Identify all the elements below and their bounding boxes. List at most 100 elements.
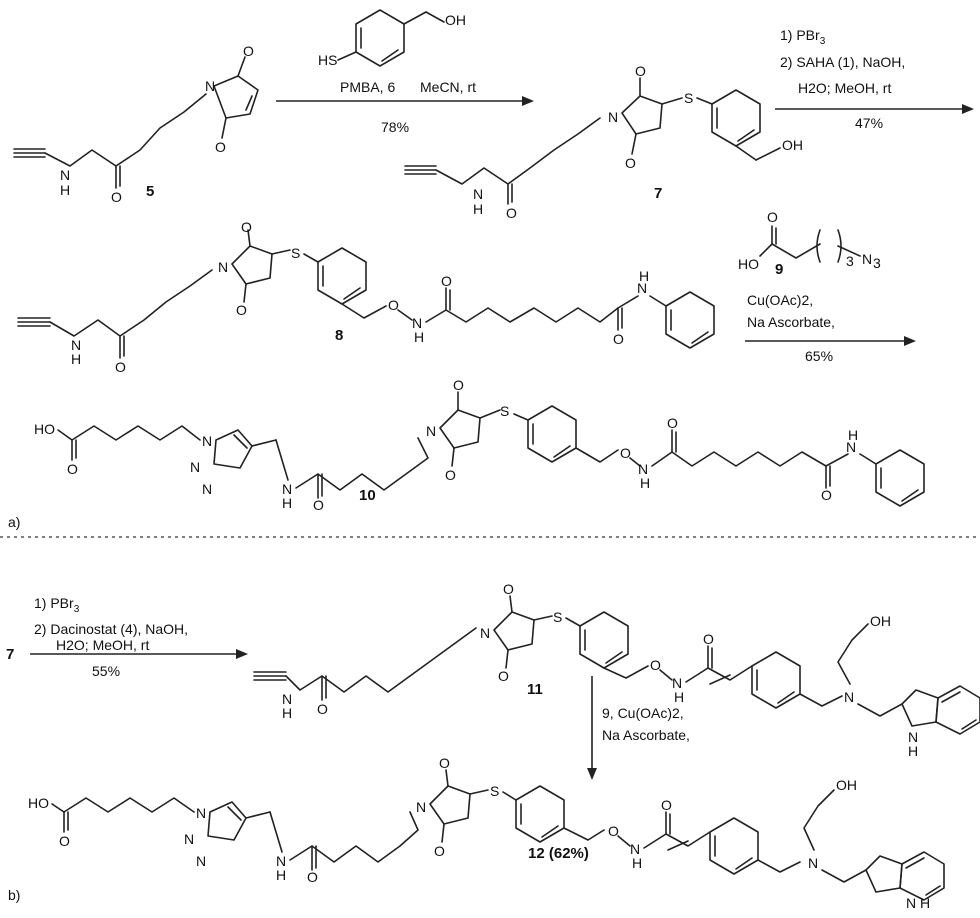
svg-text:O: O [67, 461, 78, 477]
arrowhead-5 [587, 768, 597, 780]
svg-text:S: S [500, 403, 509, 419]
svg-text:H: H [473, 201, 483, 217]
svg-text:N: N [808, 855, 818, 871]
svg-text:O: O [767, 209, 778, 225]
svg-text:H: H [639, 268, 649, 284]
compound-11-structure: N H O N O O S O N H O N OH [253, 581, 980, 759]
svg-text:OH: OH [836, 777, 857, 793]
arrowhead-1 [522, 96, 534, 106]
compound-7-structure: N H O N O O S OH 7 [404, 63, 803, 221]
arrowhead-2 [962, 104, 974, 114]
stepb1-yield: 55% [92, 663, 120, 679]
svg-text:O: O [111, 189, 122, 205]
svg-text:3: 3 [846, 253, 854, 269]
svg-text:H: H [60, 182, 70, 198]
svg-text:O: O [115, 359, 126, 375]
compound-11-label: 11 [527, 681, 543, 698]
svg-text:N: N [282, 691, 292, 707]
step1-yield: 78% [381, 119, 409, 135]
step3-line1: Cu(OAc)2, [747, 292, 813, 308]
panel-label-a: a) [8, 514, 20, 530]
compound-12-label: 12 (62%) [528, 845, 589, 862]
svg-text:OH: OH [870, 613, 891, 629]
step3-yield: 65% [805, 348, 833, 364]
svg-text:O: O [236, 302, 247, 318]
svg-text:O: O [453, 377, 464, 393]
svg-text:OH: OH [782, 137, 803, 153]
svg-text:O: O [307, 869, 318, 885]
svg-text:O: O [703, 631, 714, 647]
svg-text:N: N [282, 481, 292, 497]
svg-text:O: O [388, 297, 399, 313]
svg-text:H: H [848, 427, 858, 443]
step2-line1: 1) PBr3 [780, 27, 826, 47]
svg-text:H: H [640, 475, 650, 491]
compound-8-label: 8 [335, 327, 343, 344]
svg-text:H: H [908, 743, 918, 759]
svg-text:N: N [190, 459, 200, 475]
svg-text:O: O [650, 657, 661, 673]
svg-text:H: H [632, 855, 642, 871]
svg-text:O: O [608, 823, 619, 839]
stepb1-line1: 1) PBr3 [34, 595, 80, 615]
svg-text:HS: HS [318, 52, 337, 68]
step2-yield: 47% [855, 115, 883, 131]
compound-9-label: 9 [775, 261, 783, 278]
svg-text:N: N [846, 439, 856, 455]
svg-text:O: O [439, 755, 450, 771]
svg-text:N: N [416, 799, 426, 815]
svg-text:N: N [480, 625, 490, 641]
svg-text:O: O [313, 497, 324, 513]
svg-text:O: O [241, 219, 252, 235]
svg-text:O: O [625, 155, 636, 171]
svg-text:H: H [276, 867, 286, 883]
svg-text:N: N [412, 315, 422, 331]
svg-text:N: N [202, 481, 212, 497]
compound-10-structure: HO O N N N N H O N O O S O N H [34, 377, 925, 513]
svg-text:N: N [202, 433, 212, 449]
svg-text:N: N [473, 186, 483, 202]
svg-text:O: O [661, 797, 672, 813]
svg-text:S: S [553, 609, 562, 625]
svg-text:O: O [243, 43, 254, 59]
svg-text:O: O [503, 581, 514, 597]
svg-text:N: N [908, 729, 918, 745]
svg-text:O: O [317, 701, 328, 717]
svg-text:O: O [445, 467, 456, 483]
arrowhead-3 [904, 336, 916, 346]
svg-text:O: O [498, 668, 509, 684]
svg-text:HO: HO [738, 256, 759, 272]
svg-text:N: N [205, 78, 215, 94]
svg-text:OH: OH [445, 12, 466, 28]
svg-text:H: H [674, 689, 684, 705]
svg-text:O: O [434, 843, 445, 859]
svg-text:N: N [637, 280, 647, 296]
svg-text:O: O [441, 273, 452, 289]
svg-text:S: S [291, 245, 300, 261]
compound-5-label: 5 [146, 183, 154, 200]
svg-text:H: H [282, 705, 292, 721]
svg-text:N: N [218, 259, 228, 275]
compound-8-structure: N H O N O O S O N H O O N H 8 [17, 219, 715, 375]
svg-text:N: N [426, 423, 436, 439]
stepb2-line2: Na Ascorbate, [602, 727, 690, 743]
svg-text:N: N [196, 805, 206, 821]
svg-text:HO: HO [34, 421, 55, 437]
svg-text:H: H [71, 351, 81, 367]
svg-text:N: N [844, 689, 854, 705]
svg-text:N: N [638, 461, 648, 477]
svg-text:H: H [282, 495, 292, 511]
step1-solvent: MeCN, rt [420, 79, 476, 95]
compound-9-structure: O HO 3 N 3 9 [738, 209, 881, 278]
svg-text:O: O [613, 331, 624, 347]
compound-12-structure: HO O N N N N H O N O O S O N H [28, 755, 945, 911]
svg-text:N: N [672, 675, 682, 691]
svg-text:O: O [59, 833, 70, 849]
svg-text:O: O [506, 205, 517, 221]
stepb1-line2: 2) Dacinostat (4), NaOH, [34, 621, 188, 637]
step3-line2: Na Ascorbate, [747, 314, 835, 330]
svg-text:S: S [684, 90, 693, 106]
svg-text:S: S [490, 783, 499, 799]
svg-text:N: N [71, 337, 81, 353]
